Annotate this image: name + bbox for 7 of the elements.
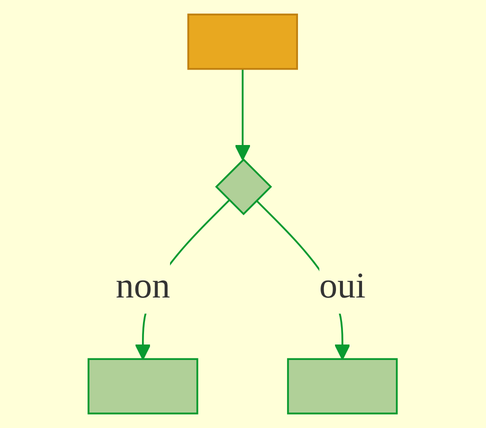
edge-label: oui <box>320 266 366 306</box>
arrow <box>235 68 251 160</box>
node-box <box>88 358 199 414</box>
node-box <box>188 14 298 70</box>
node-box <box>287 358 398 414</box>
node-diamond <box>215 158 272 216</box>
edge-label: non <box>116 266 170 306</box>
